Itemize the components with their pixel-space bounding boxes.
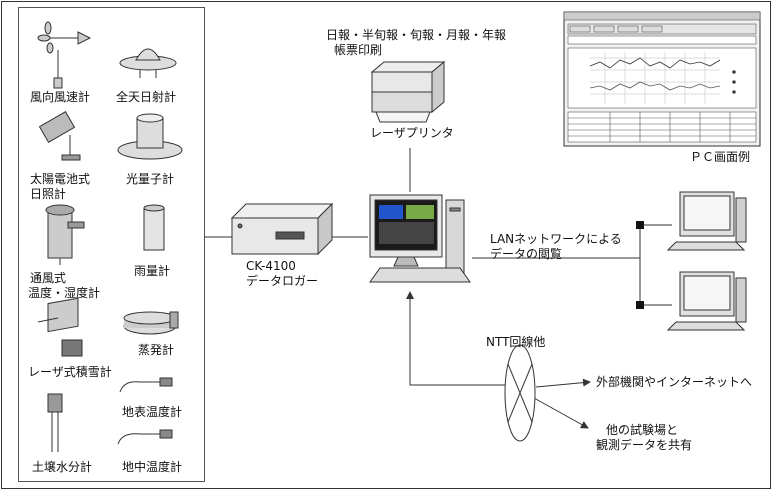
underground-temp-label: 地中温度計 — [122, 460, 183, 474]
data-logger-device — [230, 202, 334, 256]
lan-label-1: LANネットワークによる — [490, 232, 622, 246]
pc-screen-example — [563, 11, 761, 147]
pyranometer-icon — [119, 48, 177, 78]
main-pc — [369, 194, 471, 283]
logger-name-label: データロガー — [246, 274, 319, 288]
pyranometer-label: 全天日射計 — [116, 90, 177, 104]
quantum-sensor-icon — [117, 113, 183, 160]
ventilated-label-1: 通風式 — [30, 271, 67, 285]
pc-to-ntt-line — [406, 291, 505, 386]
client-pc-2 — [666, 271, 747, 331]
sensor-panel — [18, 7, 205, 482]
lan-label-2: データの閲覧 — [490, 247, 563, 261]
printer-reports-label-1: 日報・半旬報・旬報・月報・年報 — [326, 28, 507, 42]
laser-printer-device — [370, 60, 446, 123]
sunshine-label-1: 太陽電池式 — [30, 172, 91, 186]
soil-moisture-label: 土壌水分計 — [32, 460, 93, 474]
external-share-label-1: 他の試験場と — [606, 423, 679, 437]
ventilated-label-2: 温度・湿度計 — [28, 286, 101, 300]
quantum-sensor-label: 光量子計 — [126, 172, 175, 186]
printer-name-label: レーザプリンタ — [370, 126, 454, 140]
external-internet-label: 外部機関やインターネットへ — [596, 375, 753, 389]
snow-gauge-label: レーザ式積雪計 — [28, 365, 112, 379]
ntt-label: NTT回線他 — [486, 335, 546, 349]
wind-sensor-label: 風向風速計 — [30, 90, 91, 104]
external-share-label-2: 観測データを共有 — [596, 438, 693, 452]
rain-gauge-icon — [143, 204, 165, 251]
underground-temp-probe-icon — [117, 429, 173, 445]
snow-gauge-icon — [37, 297, 83, 357]
sunshine-sensor-icon — [38, 111, 81, 161]
ntt-line-symbol — [504, 344, 536, 442]
pc-screen-caption: ＰＣ画面例 — [690, 150, 751, 164]
printer-reports-label-2: 帳票印刷 — [334, 43, 383, 57]
lan-node-1 — [636, 221, 644, 229]
evaporation-label: 蒸発計 — [138, 343, 175, 357]
surface-temp-label: 地表温度計 — [122, 405, 183, 419]
logger-model-label: CK-4100 — [246, 259, 296, 273]
soil-moisture-icon — [47, 393, 63, 452]
evaporation-pan-icon — [123, 311, 179, 335]
surface-temp-probe-icon — [119, 377, 173, 393]
rain-gauge-label: 雨量計 — [134, 264, 171, 278]
ntt-to-internet-arrow — [535, 378, 591, 388]
client-pc-1 — [666, 191, 747, 251]
ntt-to-labs-arrow — [533, 397, 589, 429]
connection-lines — [204, 148, 672, 429]
ventilated-thermometer-icon — [45, 204, 85, 265]
sunshine-label-2: 日照計 — [30, 187, 67, 201]
lan-node-2 — [636, 301, 644, 309]
wind-sensor-icon — [37, 21, 92, 89]
